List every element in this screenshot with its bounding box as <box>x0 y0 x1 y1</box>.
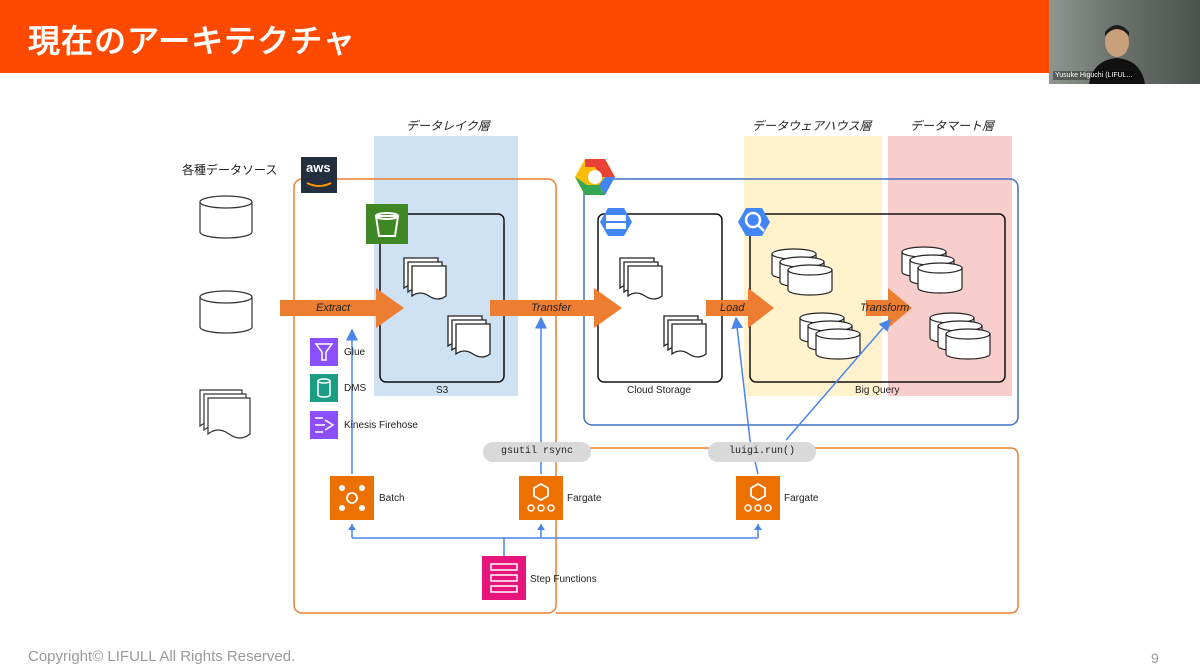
luigi-command-pill: luigi.run() <box>708 442 816 462</box>
extract-label: Extract <box>316 302 351 314</box>
dwh-tables-2-icon <box>799 312 861 360</box>
dms-label: DMS <box>344 383 367 394</box>
dwh-tables-1-icon <box>771 248 833 296</box>
data-lake-label: データレイク層 <box>406 119 490 133</box>
s3-files-2-icon <box>447 315 491 358</box>
presenter-video: Yusuke Higuchi (LIFUL... <box>1049 0 1200 84</box>
copyright-footer: Copyright© LIFULL All Rights Reserved. <box>28 648 296 665</box>
transfer-label: Transfer <box>531 302 572 314</box>
aws-region <box>293 178 557 614</box>
arrowhead-fargate-1 <box>537 524 545 530</box>
arrowhead-fargate-2 <box>754 524 762 530</box>
dwh-label: データウェアハウス層 <box>752 119 872 133</box>
gcs-files-1-icon <box>619 257 663 300</box>
load-label: Load <box>720 302 745 314</box>
title-bar: 現在のアーキテクチャ <box>0 0 1049 73</box>
fargate-1-label: Fargate <box>567 493 602 504</box>
cloud-storage-icon <box>600 208 632 236</box>
presenter-figure <box>1089 25 1145 84</box>
aws-logo <box>301 157 337 193</box>
glue-icon <box>310 338 338 366</box>
mart-label: データマート層 <box>910 119 995 133</box>
source-database-1-icon <box>199 195 253 239</box>
batch-label: Batch <box>379 493 405 504</box>
gsutil-command-pill: gsutil rsync <box>483 442 591 462</box>
transform-arrow <box>866 288 912 328</box>
gcp-logo <box>575 159 615 195</box>
load-arrow <box>706 288 774 328</box>
dms-icon <box>310 374 338 402</box>
mart-tables-2-icon <box>929 312 991 360</box>
extract-arrow <box>280 288 404 328</box>
mart-tables-1-icon <box>901 246 963 294</box>
transform-label: Transform <box>860 302 910 314</box>
arrowhead-batch <box>348 524 356 530</box>
step-functions-icon <box>482 556 526 600</box>
s3-bucket-icon <box>366 204 408 244</box>
kinesis-icon <box>310 411 338 439</box>
cloud-storage-label: Cloud Storage <box>627 385 691 396</box>
kinesis-label: Kinesis Firehose <box>344 420 418 431</box>
fargate-2-label: Fargate <box>784 493 819 504</box>
aws-compute-region <box>556 447 1019 614</box>
batch-icon <box>330 476 374 520</box>
s3-label: S3 <box>436 385 449 396</box>
glue-label: Glue <box>344 347 366 358</box>
step-functions-connector <box>351 524 759 556</box>
bigquery-icon <box>738 208 770 236</box>
fargate-to-load-connector <box>731 316 759 475</box>
page-title: 現在のアーキテクチャ <box>28 22 356 60</box>
aws-logo-text: aws <box>306 160 331 175</box>
bigquery-label: Big Query <box>855 385 900 396</box>
sources-label: 各種データソース <box>182 163 278 177</box>
gcs-files-2-icon <box>663 315 707 358</box>
page-number: 9 <box>1151 650 1159 666</box>
step-functions-label: Step Functions <box>530 574 597 585</box>
source-database-2-icon <box>199 290 253 334</box>
transfer-arrow <box>490 288 622 328</box>
fargate-2-icon <box>736 476 780 520</box>
luigi-to-transform-connector <box>785 318 891 441</box>
fargate-1-icon <box>519 476 563 520</box>
presenter-name: Yusuke Higuchi (LIFUL... <box>1053 71 1135 80</box>
source-documents-icon <box>199 389 251 439</box>
s3-files-1-icon <box>403 257 447 300</box>
